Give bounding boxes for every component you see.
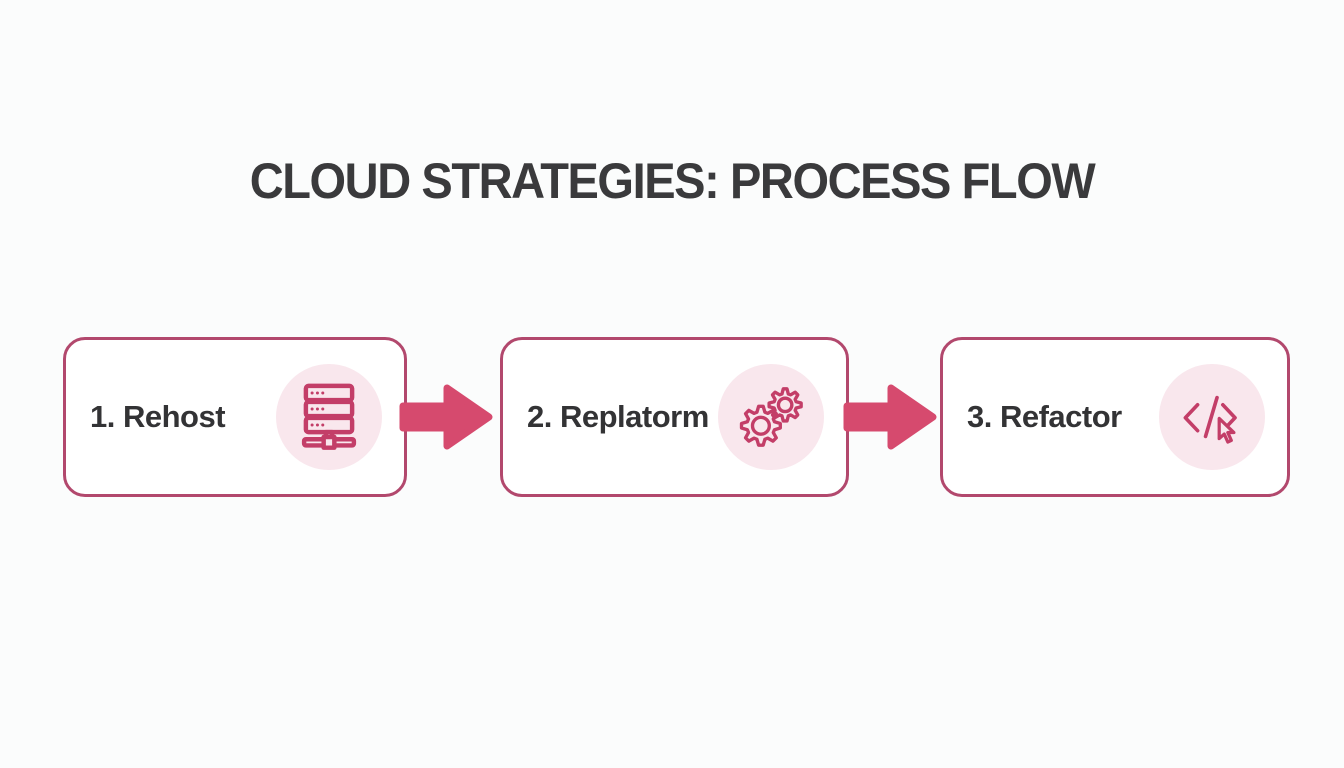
arrow-right-icon <box>399 384 493 450</box>
icon-circle <box>276 364 382 470</box>
server-rack-icon <box>301 383 357 450</box>
step-label: 3. Refactor <box>967 399 1122 434</box>
flow-arrow <box>399 380 493 454</box>
step-box-replatform: 2. Replatorm <box>500 337 849 497</box>
icon-circle <box>718 364 824 470</box>
page-title: CLOUD STRATEGIES: PROCESS FLOW <box>249 153 1096 209</box>
gears-icon <box>739 387 803 447</box>
step-box-rehost: 1. Rehost <box>63 337 407 497</box>
flow-arrow <box>843 380 937 454</box>
arrow-right-icon <box>843 384 937 450</box>
step-label: 2. Replatorm <box>527 399 709 434</box>
step-label: 1. Rehost <box>90 399 226 434</box>
icon-circle <box>1159 364 1265 470</box>
code-cursor-icon <box>1183 395 1237 444</box>
step-box-refactor: 3. Refactor <box>940 337 1290 497</box>
